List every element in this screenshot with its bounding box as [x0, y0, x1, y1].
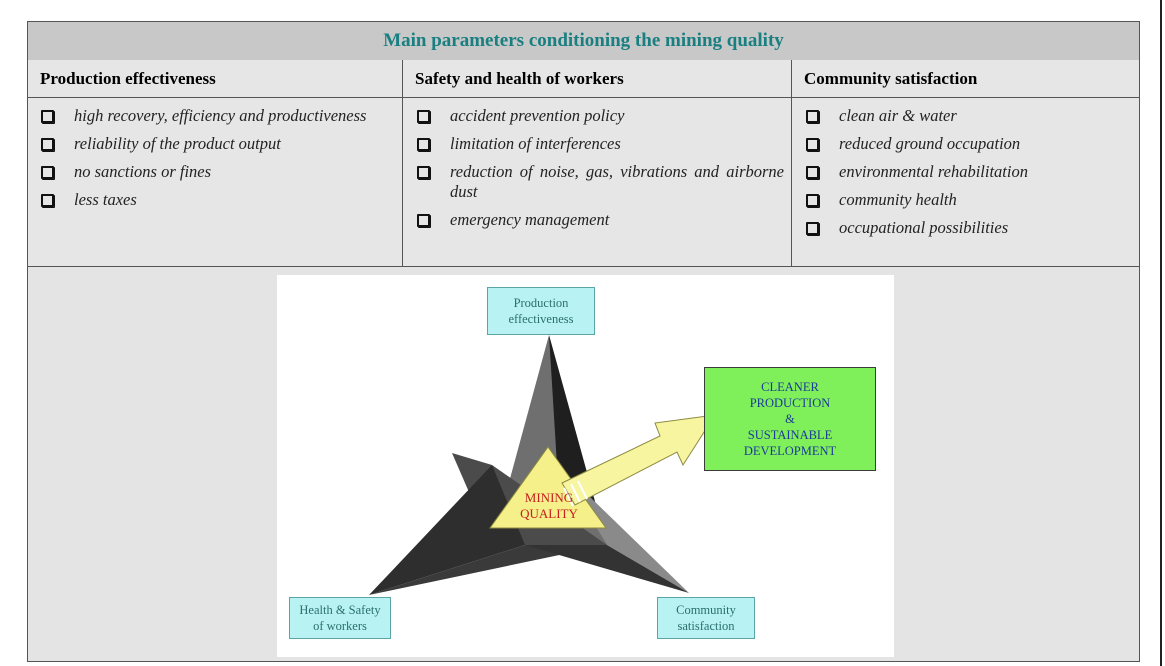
- arrow-stripe: [563, 487, 574, 507]
- checkbox-bullet-icon: [806, 222, 819, 235]
- checkbox-bullet-icon: [806, 138, 819, 151]
- column-header-community: Community satisfaction: [804, 68, 978, 88]
- checkbox-bullet-icon: [806, 110, 819, 123]
- column-divider: [402, 60, 403, 266]
- list-item: environmental rehabilitation: [793, 162, 1133, 182]
- checkbox-bullet-icon: [417, 214, 430, 227]
- column-header-row: Production effectiveness Safety and heal…: [28, 60, 1139, 98]
- column-header-production: Production effectiveness: [40, 68, 216, 88]
- tripod-graphic: [369, 335, 717, 595]
- checkbox-bullet-icon: [41, 194, 54, 207]
- checkbox-bullet-icon: [417, 138, 430, 151]
- safety-criteria-list: accident prevention policy limitation of…: [404, 106, 784, 238]
- page-edge-line: [1160, 0, 1162, 666]
- list-item: less taxes: [28, 190, 394, 210]
- list-item: limitation of interferences: [404, 134, 784, 154]
- arrow-stripe: [570, 483, 581, 503]
- checkbox-bullet-icon: [41, 110, 54, 123]
- progress-arrow-icon: [561, 414, 717, 506]
- table-title: Main parameters conditioning the mining …: [28, 22, 1139, 61]
- community-criteria-list: clean air & water reduced ground occupat…: [793, 106, 1133, 246]
- column-divider: [791, 60, 792, 266]
- parameters-table: Main parameters conditioning the mining …: [27, 21, 1140, 662]
- list-item: reliability of the product output: [28, 134, 394, 154]
- checkbox-bullet-icon: [41, 166, 54, 179]
- right-arm-lower-face: [525, 545, 689, 593]
- list-item: reduction of noise, gas, vibrations and …: [404, 162, 784, 202]
- list-item: accident prevention policy: [404, 106, 784, 126]
- checkbox-bullet-icon: [806, 194, 819, 207]
- list-item: clean air & water: [793, 106, 1133, 126]
- list-item: reduced ground occupation: [793, 134, 1133, 154]
- left-arm-lower-face: [369, 545, 607, 595]
- list-item: no sanctions or fines: [28, 162, 394, 182]
- production-criteria-list: high recovery, efficiency and productive…: [28, 106, 394, 218]
- column-header-safety: Safety and health of workers: [415, 68, 624, 88]
- checkbox-bullet-icon: [417, 166, 430, 179]
- checkbox-bullet-icon: [806, 166, 819, 179]
- arrow-stripe: [577, 480, 588, 500]
- criteria-lists-row: high recovery, efficiency and productive…: [28, 98, 1139, 267]
- list-item: community health: [793, 190, 1133, 210]
- checkbox-bullet-icon: [41, 138, 54, 151]
- left-arm-upper-face: [369, 465, 525, 595]
- cleaner-production-box: CLEANER PRODUCTION & SUSTAINABLE DEVELOP…: [704, 367, 876, 471]
- list-item: high recovery, efficiency and productive…: [28, 106, 394, 126]
- list-item: emergency management: [404, 210, 784, 230]
- checkbox-bullet-icon: [417, 110, 430, 123]
- list-item: occupational possibilities: [793, 218, 1133, 238]
